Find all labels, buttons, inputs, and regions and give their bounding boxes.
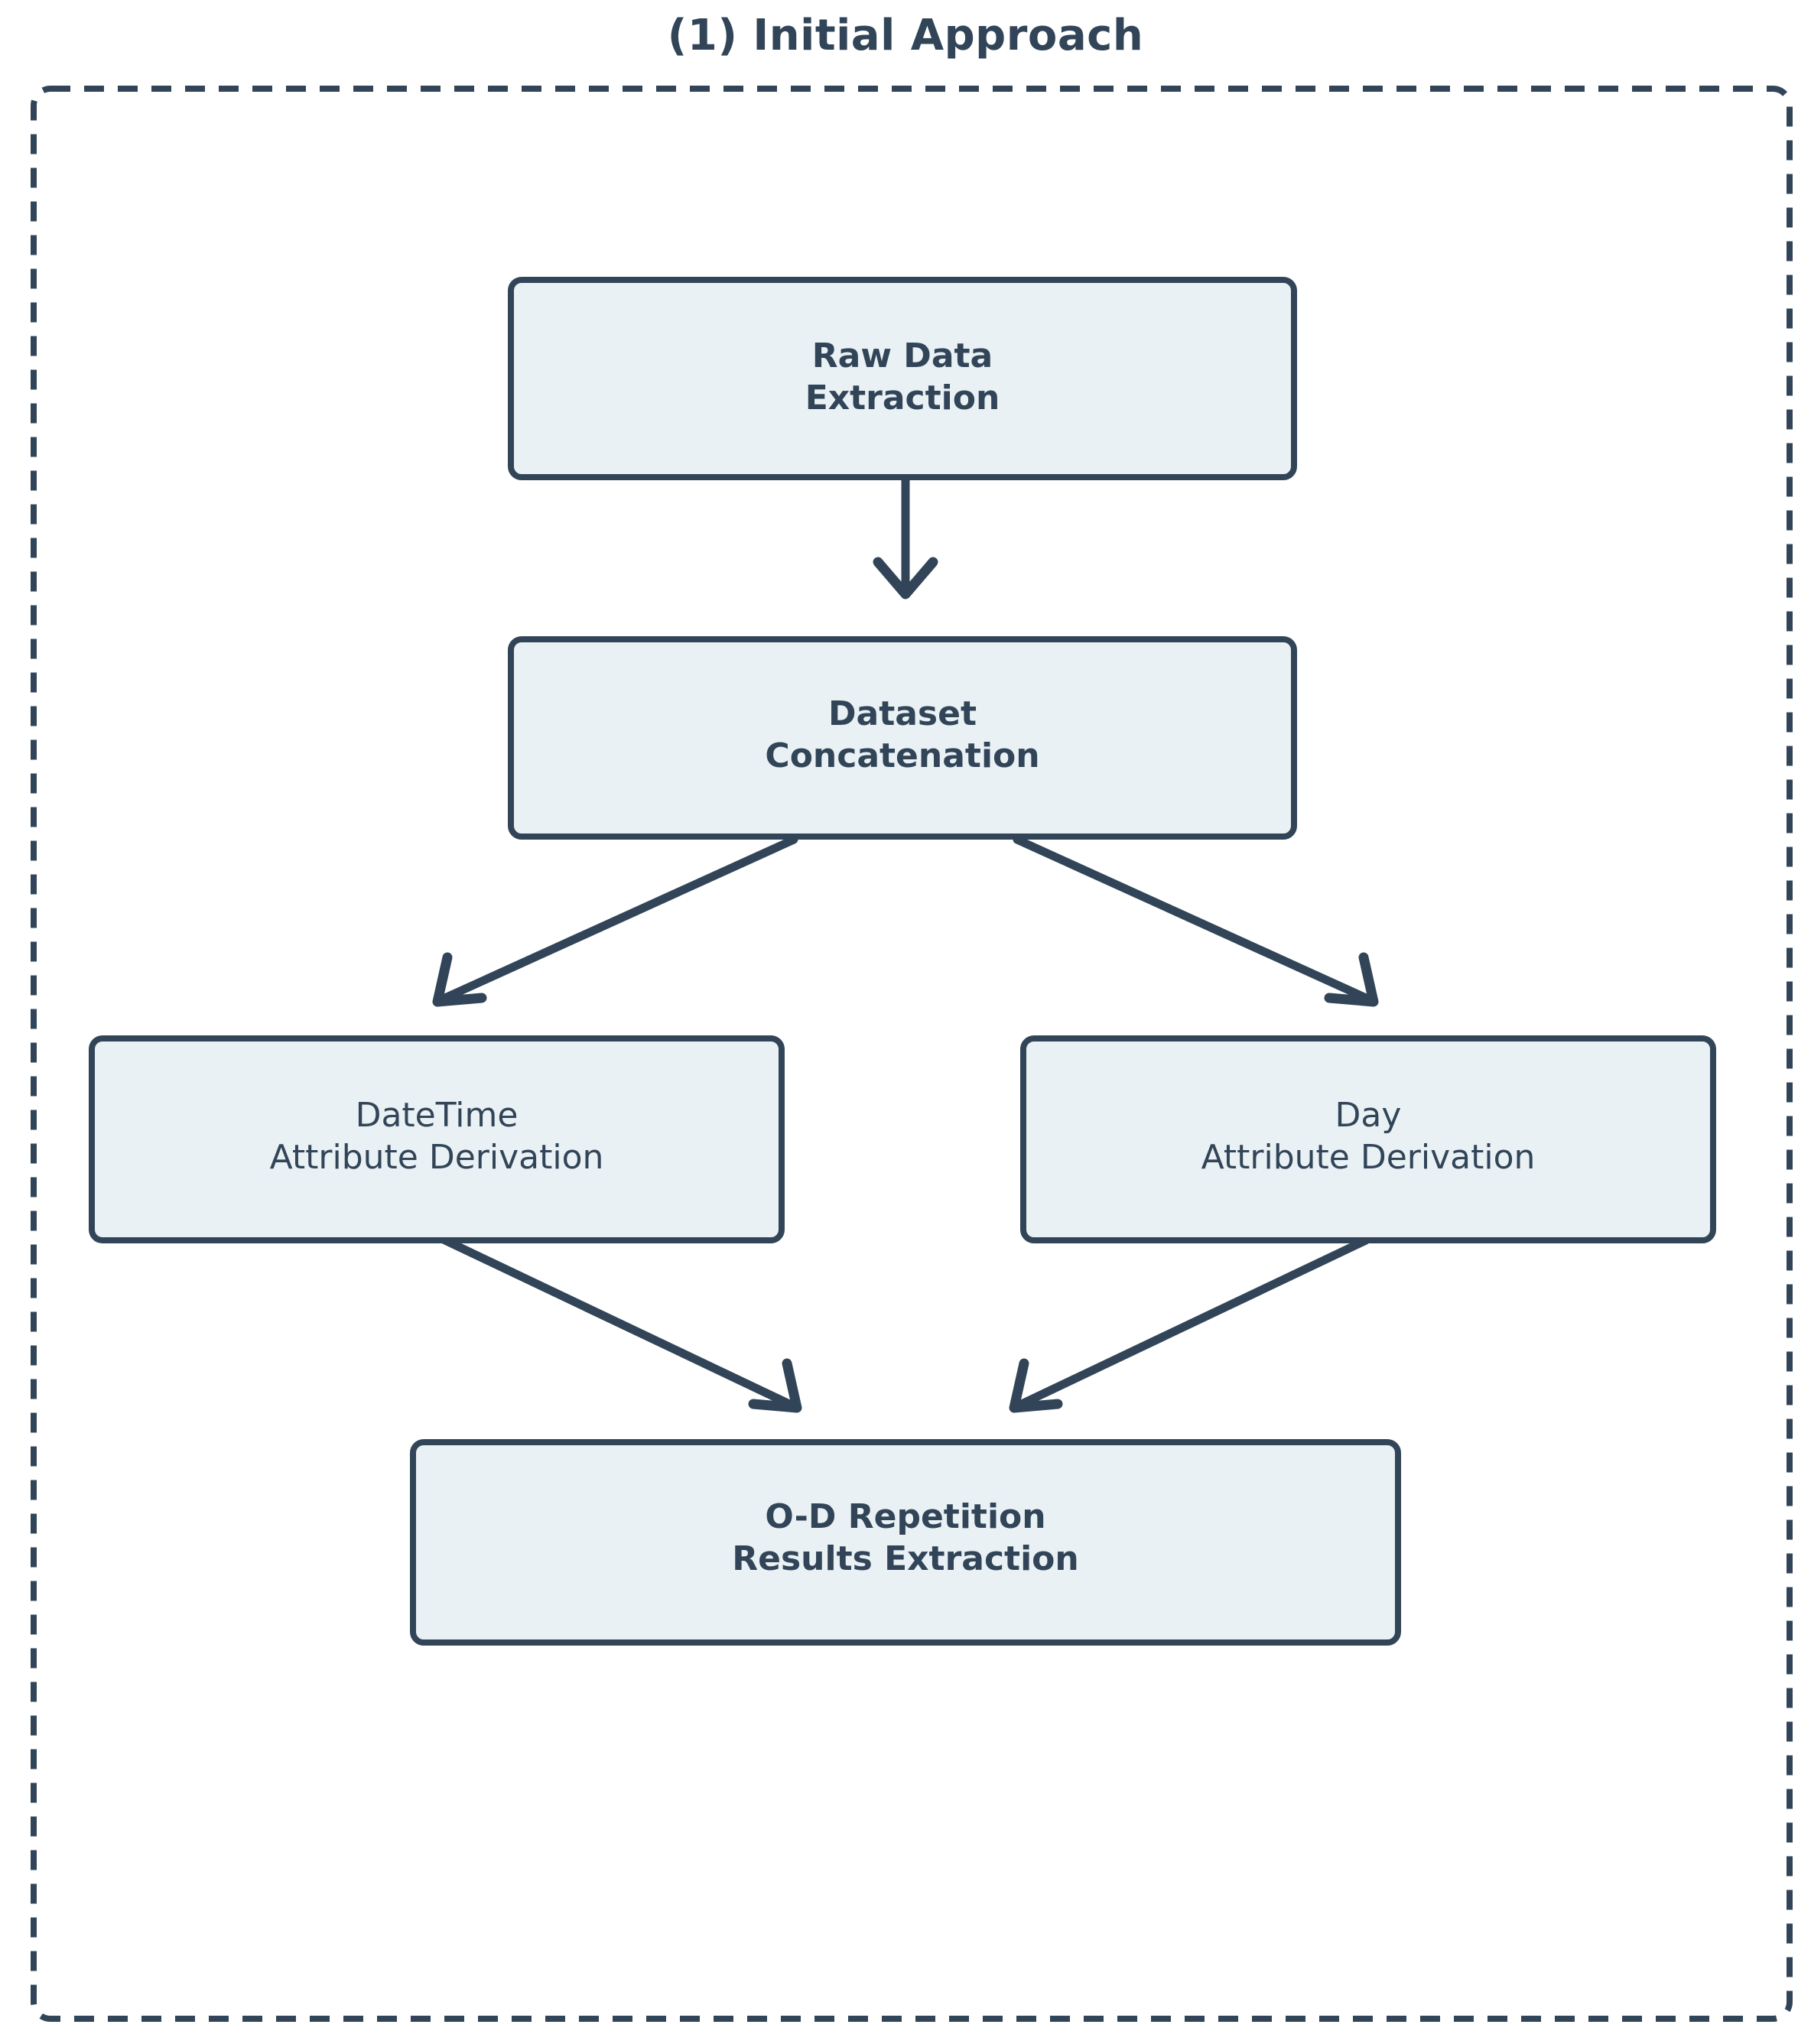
- node-dataset-concatenation-line1: Dataset: [828, 694, 977, 733]
- node-dataset-concatenation[interactable]: Dataset Concatenation: [508, 636, 1297, 840]
- node-raw-data-extraction-line2: Extraction: [805, 379, 1000, 418]
- node-dataset-concatenation-line2: Concatenation: [765, 736, 1039, 775]
- initial-approach-container: [31, 86, 1793, 2022]
- node-day-attribute-derivation-line2: Attribute Derivation: [1201, 1138, 1536, 1177]
- node-day-attribute-derivation-box[interactable]: [1020, 1035, 1716, 1243]
- node-od-repetition-results-extraction-line1: O-D Repetition: [765, 1497, 1045, 1536]
- node-datetime-attribute-derivation-line2: Attribute Derivation: [270, 1138, 604, 1177]
- edge-dataset-to-day: [1013, 835, 1379, 1007]
- edge-datetime-to-od: [441, 1236, 802, 1413]
- node-raw-data-extraction[interactable]: Raw Data Extraction: [508, 277, 1297, 480]
- node-od-repetition-results-extraction[interactable]: O-D Repetition Results Extraction: [410, 1439, 1401, 1646]
- node-dataset-concatenation-box[interactable]: [508, 636, 1297, 840]
- node-day-attribute-derivation-line1: Day: [1335, 1096, 1402, 1135]
- edge-dataset-to-datetime: [432, 835, 798, 1007]
- node-day-attribute-derivation[interactable]: Day Attribute Derivation: [1020, 1035, 1716, 1243]
- node-datetime-attribute-derivation-line1: DateTime: [356, 1096, 519, 1135]
- node-raw-data-extraction-box[interactable]: [508, 277, 1297, 480]
- node-datetime-attribute-derivation[interactable]: DateTime Attribute Derivation: [89, 1035, 785, 1243]
- node-datetime-attribute-derivation-box[interactable]: [89, 1035, 785, 1243]
- edge-raw-to-dataset: [873, 470, 938, 600]
- page-title: (1) Initial Approach: [668, 11, 1143, 60]
- node-od-repetition-results-extraction-line2: Results Extraction: [732, 1539, 1078, 1578]
- edge-day-to-od: [1009, 1236, 1370, 1413]
- node-od-repetition-results-extraction-box[interactable]: [410, 1439, 1401, 1646]
- node-raw-data-extraction-line1: Raw Data: [812, 336, 993, 375]
